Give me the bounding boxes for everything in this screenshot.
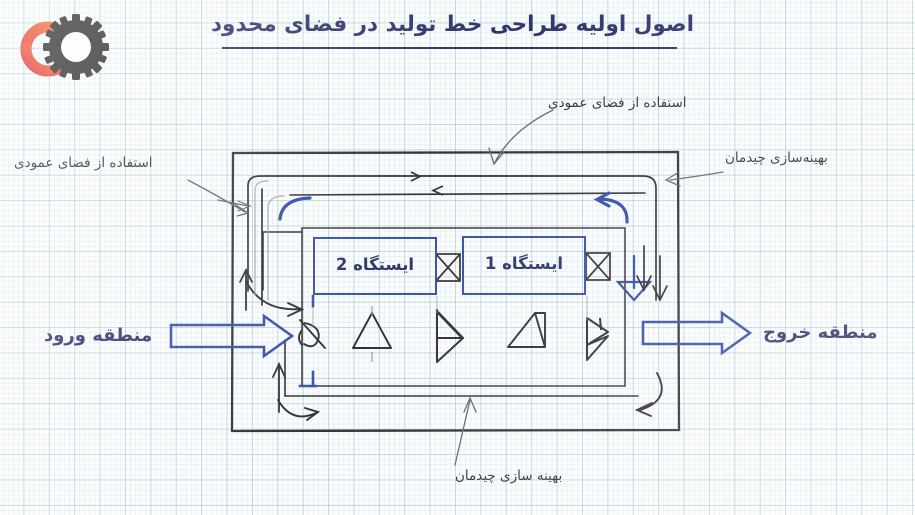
lower-return-line (284, 339, 639, 397)
leader-bottom-annotation (454, 396, 477, 466)
entry-sketch-glyph (298, 319, 326, 349)
annotation-vertical-space-left: استفاده از فضای عمودی (14, 155, 153, 171)
leader-top-annotation (488, 109, 554, 166)
bottom-right-hook-arrow (634, 372, 663, 417)
machine-triangle (352, 312, 392, 349)
entry-arrow (169, 313, 295, 359)
station-label-1: ایستگاه 1 (484, 254, 564, 273)
sketch-ghost-line (254, 180, 285, 301)
vertical-space-arrows (636, 245, 668, 302)
annotation-layout-optimization-right: بهینه‌سازی چیدمان (725, 150, 828, 166)
annotation-layout-optimization-bottom: بهینه سازی چیدمان (455, 468, 563, 484)
blue-curve-topright (593, 191, 629, 224)
left-return-rail (262, 231, 303, 291)
blue-curve-topleft (278, 196, 312, 221)
machine-cross-box-1 (435, 253, 461, 282)
leader-right-annotation (664, 171, 724, 187)
station-box-1[interactable] (462, 236, 586, 295)
station-box-2[interactable] (313, 237, 437, 295)
blue-down-arrow (615, 254, 653, 302)
entry-hook-arrow (245, 280, 305, 317)
left-lower-vertical-arrow (272, 361, 286, 413)
machine-arrow-valve-1 (436, 309, 464, 363)
station-label-2: ایستگاه 2 (335, 255, 415, 274)
company-logo (6, 4, 118, 82)
blue-rail-marks (298, 294, 318, 388)
machine-cross-box-2 (585, 252, 611, 281)
machine-arrow-valve-2 (586, 317, 609, 361)
leader-left-annotation (187, 179, 250, 217)
outer-conveyor-loop (247, 175, 657, 306)
facility-outline (230, 150, 681, 433)
page-title: اصول اولیه طراحی خط تولید در فضای محدود (211, 12, 694, 37)
left-vertical-arrow (239, 267, 253, 311)
exit-arrow (641, 310, 753, 356)
bottom-left-hook-arrow (277, 399, 321, 421)
annotation-vertical-space-top: استفاده از فضای عمودی (548, 95, 687, 111)
title-underline (222, 47, 677, 49)
entry-zone-label: منطقه ورود (44, 325, 153, 346)
leader-left-annotation-2 (217, 199, 252, 212)
machine-right-triangle (507, 312, 546, 348)
exit-zone-label: منطقه خروج (763, 322, 878, 343)
line-guides (312, 296, 588, 326)
